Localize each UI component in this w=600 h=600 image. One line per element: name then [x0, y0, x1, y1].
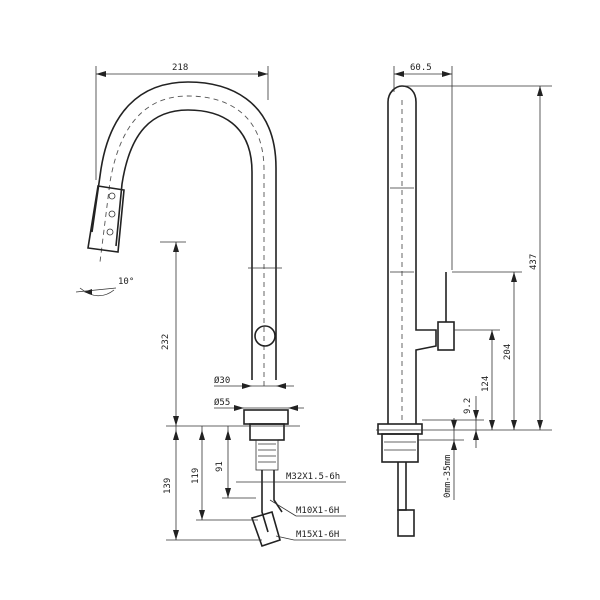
angle-line — [75, 287, 117, 293]
thread-callout-1: M32X1.5-6h — [236, 472, 346, 483]
dim-139: 139 — [163, 426, 262, 541]
svg-text:0mm-35mm: 0mm-35mm — [443, 455, 453, 498]
dim-204: 204 — [452, 271, 522, 430]
dim-119: 119 — [191, 426, 258, 521]
side-base — [377, 423, 423, 435]
spray-button-2 — [108, 210, 116, 218]
dim-232: 232 — [160, 241, 186, 426]
dim-218: 218 — [95, 63, 269, 180]
svg-text:Ø55: Ø55 — [214, 397, 230, 408]
svg-text:Ø30: Ø30 — [214, 375, 230, 386]
spout-outer — [91, 81, 277, 380]
svg-text:204: 204 — [503, 344, 513, 360]
svg-text:218: 218 — [172, 63, 188, 73]
side-view: 60.5 437 204 124 — [376, 63, 552, 537]
mount-shank — [255, 439, 279, 471]
hose-right — [273, 470, 283, 513]
dim-91: 91 — [215, 426, 256, 499]
dim-60-5: 60.5 — [393, 63, 453, 270]
base-flange — [243, 409, 289, 425]
svg-text:232: 232 — [161, 334, 171, 350]
hose-fitting — [250, 511, 281, 548]
front-view: 10° 218 232 — [75, 63, 346, 548]
dim-deck-range: 0mm-35mm — [418, 418, 464, 500]
side-hose — [397, 462, 407, 511]
svg-text:9.2: 9.2 — [463, 398, 473, 414]
svg-text:124: 124 — [481, 376, 491, 392]
svg-text:437: 437 — [529, 254, 539, 270]
dim-dia-55: Ø55 — [214, 397, 304, 411]
svg-text:60.5: 60.5 — [410, 63, 432, 73]
side-fitting — [397, 509, 415, 537]
thread-callout-2: M10X1-6H — [269, 499, 346, 517]
angle-arc — [79, 287, 115, 297]
side-mount — [381, 433, 419, 463]
svg-text:119: 119 — [191, 468, 201, 484]
svg-text:M15X1-6H: M15X1-6H — [296, 530, 339, 540]
hose-left — [261, 470, 269, 533]
spray-button-3 — [106, 228, 114, 236]
angle-arrow — [84, 289, 92, 295]
svg-text:91: 91 — [215, 461, 225, 472]
angle-label: 10° — [118, 277, 134, 287]
spray-button-1 — [108, 192, 116, 200]
spout-centerline — [99, 95, 265, 386]
svg-text:M32X1.5-6h: M32X1.5-6h — [286, 472, 340, 482]
svg-text:139: 139 — [163, 478, 173, 494]
side-lever — [437, 321, 455, 351]
thread-callout-3: M15X1-6H — [275, 530, 346, 541]
lever-handle — [254, 325, 276, 347]
dim-437: 437 — [404, 85, 552, 430]
dim-dia-30: Ø30 — [214, 375, 294, 389]
side-body — [387, 85, 437, 424]
dim-124: 124 — [454, 329, 500, 430]
svg-text:M10X1-6H: M10X1-6H — [296, 506, 339, 516]
spout-inner — [115, 109, 253, 380]
spray-head — [87, 185, 125, 253]
dim-9-2: 9.2 — [422, 396, 484, 448]
